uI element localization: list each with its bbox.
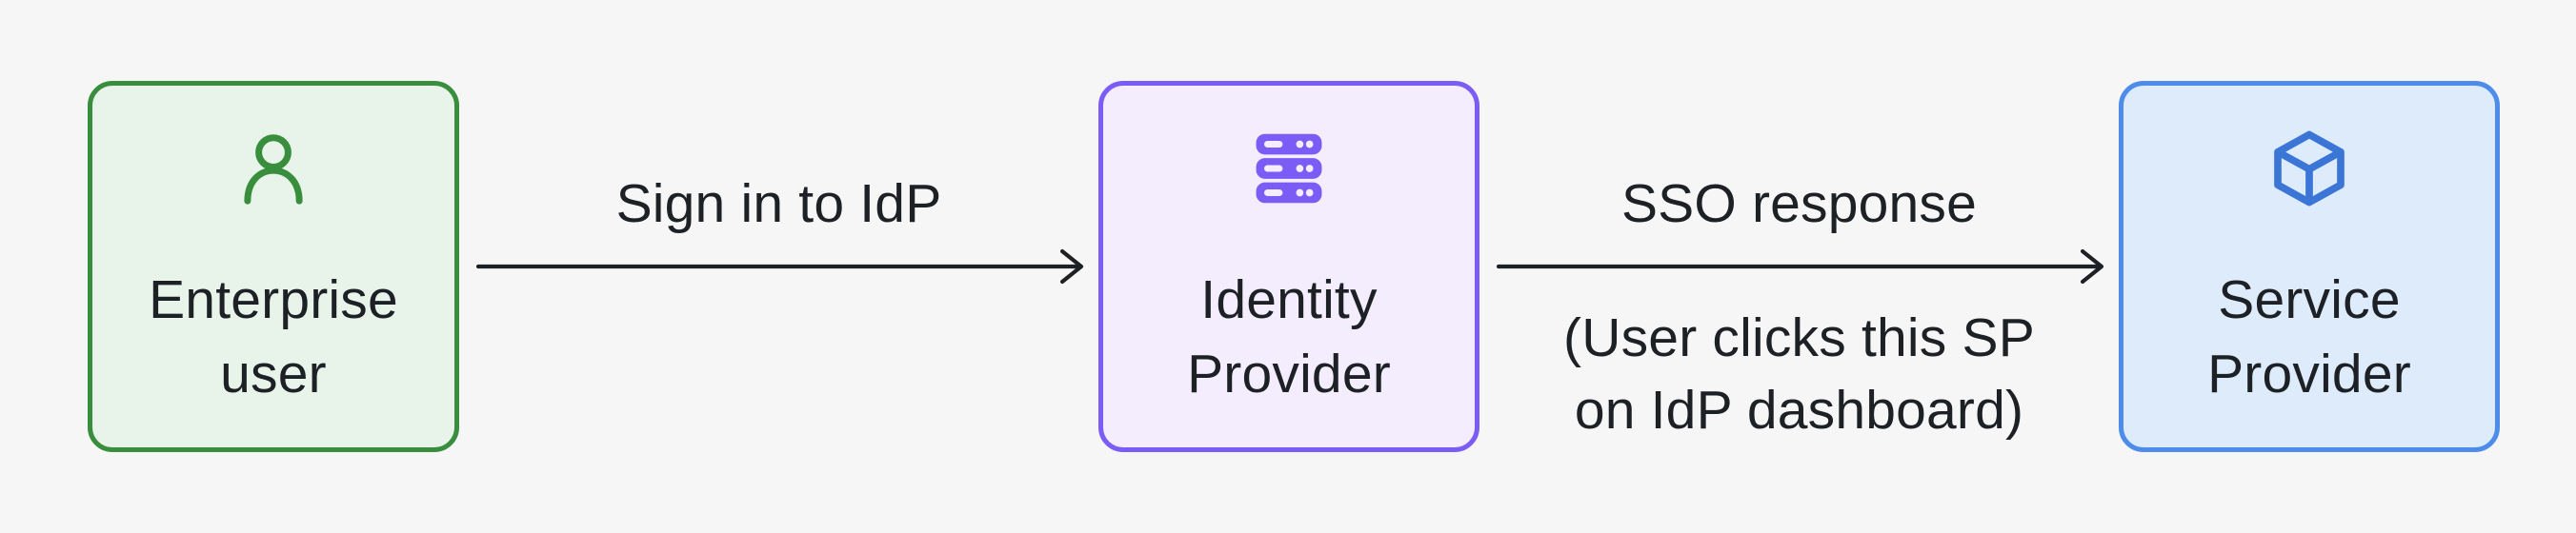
edge-sublabel-line: on IdP dashboard) [1574, 379, 2024, 441]
server-stack-icon [1247, 127, 1331, 210]
node-label-line: user [220, 344, 327, 405]
edge-sublabel-line: (User clicks this SP [1563, 307, 2035, 368]
node-label-line: Service [2218, 269, 2401, 331]
node-label-service-provider: Service Provider [2207, 264, 2411, 411]
node-label-identity-provider: Identity Provider [1187, 264, 1391, 411]
edge-sign-in-to-idp: Sign in to IdP [459, 0, 1098, 533]
node-label-line: Provider [2207, 344, 2411, 405]
node-label-line: Identity [1200, 269, 1378, 331]
arrow-right-icon [476, 248, 1084, 285]
cube-icon [2267, 127, 2351, 210]
edge-sso-response: SSO response (User clicks this SP on IdP… [1479, 0, 2119, 533]
node-identity-provider: Identity Provider [1098, 81, 1479, 452]
edge-sublabel: (User clicks this SP on IdP dashboard) [1441, 303, 2157, 447]
user-icon [231, 127, 315, 210]
node-label-enterprise-user: Enterprise user [149, 264, 398, 411]
arrow-right-icon [1497, 248, 2104, 285]
node-label-line: Enterprise [149, 269, 398, 331]
node-service-provider: Service Provider [2119, 81, 2500, 452]
node-label-line: Provider [1187, 344, 1391, 405]
node-enterprise-user: Enterprise user [88, 81, 459, 452]
edge-label: Sign in to IdP [615, 173, 942, 234]
edge-label: SSO response [1620, 173, 1978, 234]
